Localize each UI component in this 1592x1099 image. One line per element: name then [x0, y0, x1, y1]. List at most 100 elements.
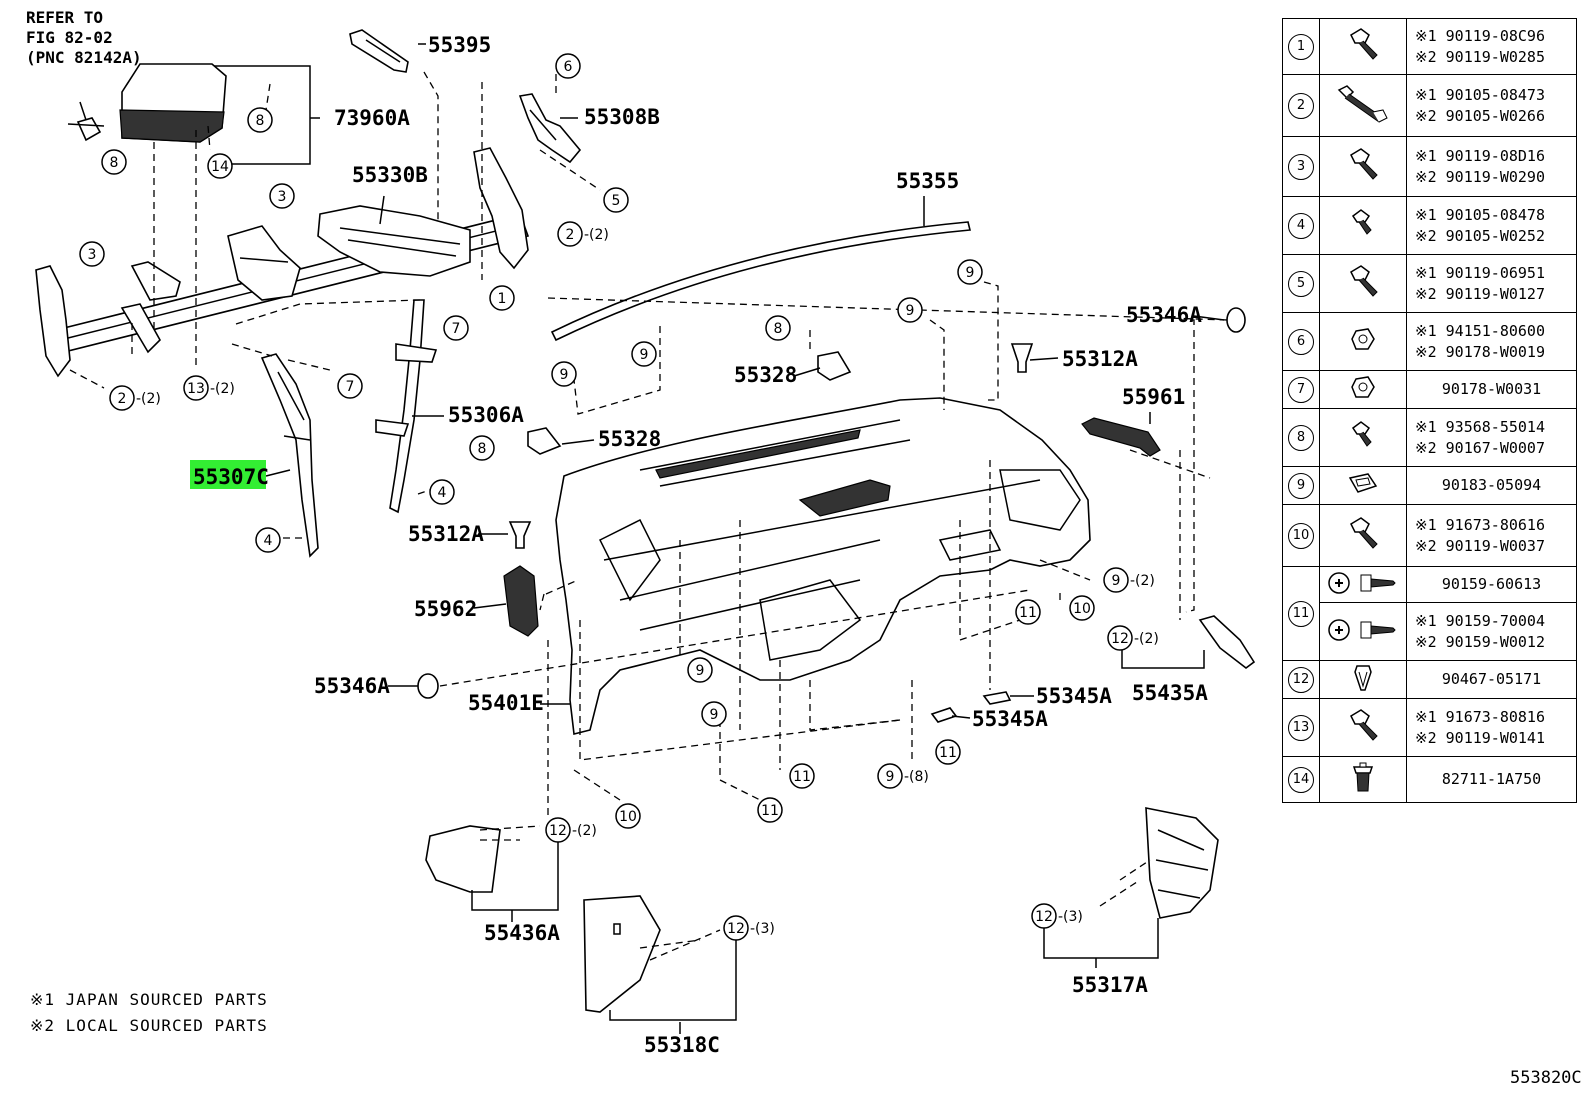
callout-55345a-a: 55345A [1036, 684, 1112, 708]
svg-text:2: 2 [566, 227, 575, 243]
marker-4-a: 4 [429, 479, 455, 505]
marker-12-c: 12 -(3) [723, 915, 775, 941]
cover-55435a [1198, 615, 1256, 670]
svg-text:12: 12 [1111, 631, 1129, 647]
svg-text:-(2): -(2) [584, 227, 609, 243]
callout-55317a: 55317A [1072, 973, 1148, 997]
callout-55436a: 55436A [484, 921, 560, 945]
phillips-screw-icon [1319, 602, 1407, 661]
marker-11-c: 11 [789, 763, 815, 789]
svg-text:12: 12 [1035, 909, 1053, 925]
svg-text:7: 7 [346, 379, 355, 395]
callout-55328-top: 55328 [734, 363, 797, 387]
svg-text:11: 11 [793, 769, 811, 785]
reinforcement-beam-55330b [35, 147, 530, 378]
svg-text:8: 8 [774, 321, 783, 337]
svg-text:1: 1 [498, 291, 507, 307]
refer-to-note: REFER TO FIG 82-02 (PNC 82142A) [26, 8, 142, 67]
clip-nut-icon [1319, 466, 1407, 505]
row-index: 1 [1288, 33, 1314, 60]
long-bolt-icon [1319, 74, 1407, 137]
marker-11-b: 11 [935, 739, 961, 765]
marker-12-b: 12-(2) [545, 817, 597, 843]
callout-55307c: 55307C [193, 465, 269, 489]
clip-55312a-left [508, 521, 532, 549]
marker-9-c: 9 [631, 341, 657, 367]
svg-text:9: 9 [696, 663, 705, 679]
vent-55961 [1081, 417, 1161, 457]
svg-text:4: 4 [264, 533, 273, 549]
bolt-flange-icon [1319, 136, 1407, 197]
marker-9-f: 9 [687, 657, 713, 683]
bolt-flange-icon [1319, 254, 1407, 313]
svg-text:11: 11 [761, 803, 779, 819]
callout-55962: 55962 [414, 597, 477, 621]
bolt-flange-icon [1319, 698, 1407, 757]
marker-9-a: 9 [957, 259, 983, 285]
callout-55345a-b: 55345A [972, 707, 1048, 731]
callout-55355: 55355 [896, 169, 959, 193]
svg-text:9: 9 [1112, 573, 1121, 589]
table-row: 2 ※1 90105-08473※2 90105-W0266 [1282, 74, 1577, 137]
clip-55312a-top [1010, 343, 1034, 373]
plug-55346a-top [1226, 307, 1246, 333]
svg-text:-(3): -(3) [750, 921, 775, 937]
table-row: 1 ※1 90119-08C96※2 90119-W0285 [1282, 18, 1577, 75]
hex-nut-icon [1319, 370, 1407, 409]
callout-55318c: 55318C [644, 1033, 720, 1057]
defroster-garnish-55355 [550, 221, 972, 342]
marker-2-a: 2 -(2) [557, 221, 609, 247]
svg-text:7: 7 [452, 321, 461, 337]
table-row: 8 ※1 93568-55014※2 90167-W0007 [1282, 408, 1577, 467]
callout-55328-mid: 55328 [598, 427, 661, 451]
marker-2-b: 2-(2) [109, 385, 161, 411]
svg-text:14: 14 [211, 159, 229, 175]
svg-text:-(3): -(3) [1058, 909, 1083, 925]
figure-code: 553820C [1510, 1068, 1582, 1088]
marker-3-a: 3 [269, 183, 295, 209]
svg-text:9: 9 [710, 707, 719, 723]
svg-text:5: 5 [612, 193, 621, 209]
svg-text:10: 10 [1073, 601, 1091, 617]
bolt-flange-icon [1319, 18, 1407, 75]
table-row: 12 90467-05171 [1282, 660, 1577, 699]
table-row: 9 90183-05094 [1282, 466, 1577, 505]
marker-8-d: 8 [469, 435, 495, 461]
brace-55306a [375, 299, 438, 514]
brace-55308b [518, 93, 582, 164]
callout-55961: 55961 [1122, 385, 1185, 409]
marker-1: 1 [489, 285, 515, 311]
marker-9-d: 9 [551, 361, 577, 387]
marker-8-b: 8 [101, 149, 127, 175]
svg-text:11: 11 [939, 745, 957, 761]
marker-14: 14 [207, 153, 233, 179]
svg-text:2: 2 [118, 391, 127, 407]
svg-text:9: 9 [640, 347, 649, 363]
bolt-short-icon [1319, 196, 1407, 255]
cover-55317a [1145, 807, 1219, 919]
brace-55307c [260, 353, 319, 558]
marker-12-a: 12-(2) [1107, 625, 1159, 651]
svg-text:12: 12 [727, 921, 745, 937]
fastener-markers: 6 8 8 14 3 5 2-(2) 3 1 7 2-(2) 13-(2) 7 … [79, 53, 1159, 941]
marker-9-e: 9 -(2) [1103, 567, 1155, 593]
marker-10-a: 10 [1069, 595, 1095, 621]
side-vent-55962 [503, 565, 539, 637]
marker-7-b: 7 [337, 373, 363, 399]
cover-55318c [583, 895, 661, 1013]
callout-55306a: 55306A [448, 403, 524, 427]
marker-5: 5 [603, 187, 629, 213]
table-row: 5 ※1 90119-06951※2 90119-W0127 [1282, 254, 1577, 313]
callout-55395: 55395 [428, 33, 491, 57]
marker-9-g: 9 [701, 701, 727, 727]
svg-text:-(2): -(2) [1130, 573, 1155, 589]
table-row: ※1 90159-70004※2 90159-W0012 [1283, 602, 1577, 661]
svg-text:-(2): -(2) [210, 381, 235, 397]
svg-text:9: 9 [966, 265, 975, 281]
marker-11-d: 11 [757, 797, 783, 823]
marker-4-b: 4 [255, 527, 281, 553]
instrument-panel-55401e [555, 397, 1091, 735]
svg-text:9: 9 [560, 367, 569, 383]
table-row: 10 ※1 91673-80616※2 90119-W0037 [1282, 504, 1577, 567]
svg-text:8: 8 [110, 155, 119, 171]
